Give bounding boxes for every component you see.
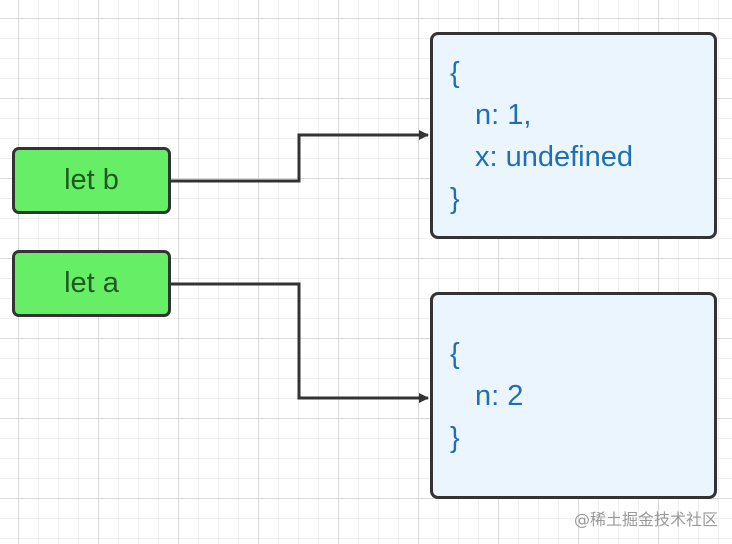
object-2-open-brace: {: [450, 337, 460, 370]
variable-a-label: let a: [64, 267, 119, 299]
object-1-close-brace: }: [450, 182, 460, 215]
variable-b-box: let b: [12, 147, 171, 214]
variable-b-label: let b: [64, 164, 119, 196]
watermark: @稀土掘金技术社区: [573, 510, 718, 529]
object-1-property-x: x: undefined: [475, 140, 634, 173]
object-1-open-brace: {: [450, 56, 460, 89]
variable-a-box: let a: [12, 250, 171, 317]
object-1-box: { n: 1, x: undefined }: [430, 32, 717, 239]
object-1-property-n: n: 1,: [475, 98, 532, 131]
arrow-a-to-object-2: [170, 282, 429, 403]
arrow-b-to-object-1: [170, 130, 429, 183]
object-2-box: { n: 2 }: [430, 292, 717, 499]
object-2-property-n: n: 2: [475, 379, 524, 412]
object-2-close-brace: }: [450, 421, 460, 454]
